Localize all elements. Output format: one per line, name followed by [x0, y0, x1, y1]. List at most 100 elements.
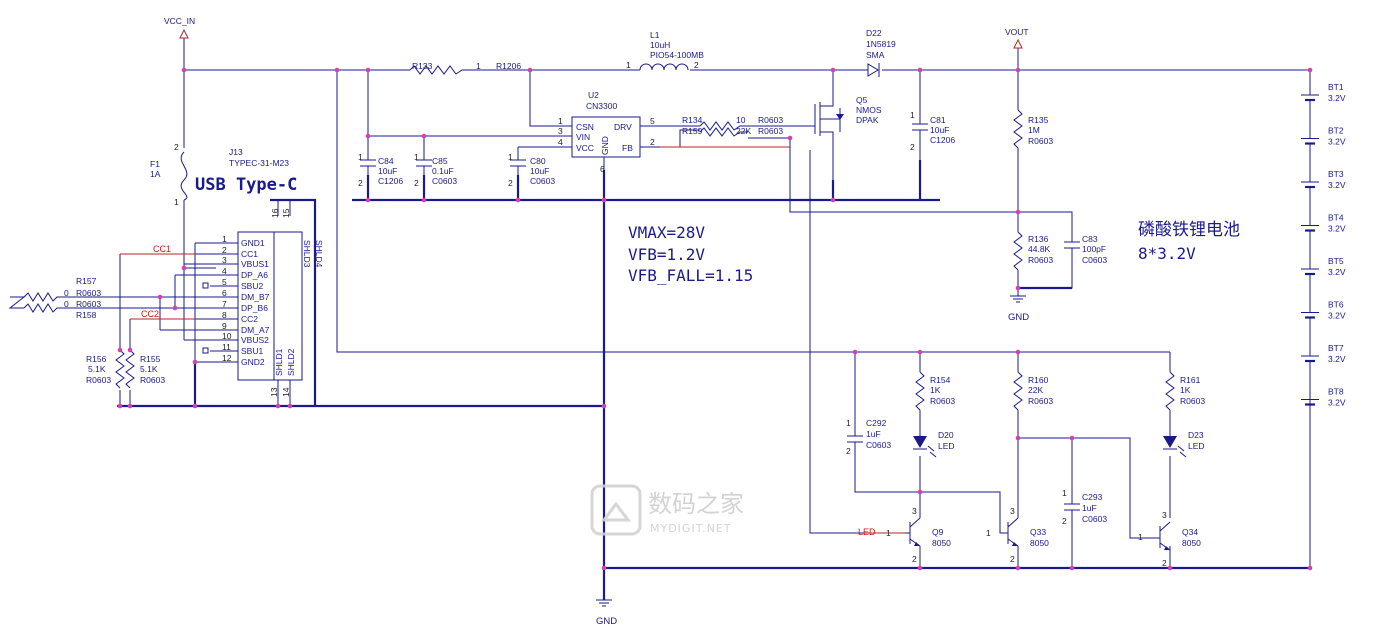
transistors	[905, 517, 1171, 551]
battery-value-3: 3.2V	[1328, 180, 1346, 190]
r161-pkg: R0603	[1180, 396, 1205, 406]
j13-pin-name-11: SBU1	[241, 346, 263, 356]
r160-pkg: R0603	[1028, 396, 1053, 406]
j13-ref: J13	[229, 147, 243, 157]
q34-pin-3: 3	[1162, 510, 1167, 520]
f1-ref: F1	[150, 159, 160, 169]
u2-part: CN3300	[586, 101, 617, 111]
u2-pinnum-3: 3	[558, 126, 563, 136]
j13-top_pins-num-0: 16	[270, 208, 280, 218]
r155-value: 5.1K	[140, 364, 158, 374]
c293-pin-2: 2	[1062, 516, 1067, 526]
leds	[913, 436, 1187, 458]
r135-value: 1M	[1028, 125, 1040, 135]
q9-pin-2: 2	[912, 554, 917, 564]
net-label-vcc-in: VCC_IN	[164, 16, 195, 26]
d23-ref: D23	[1188, 430, 1204, 440]
j13-pin-name-1: GND1	[241, 238, 265, 248]
note-vmax: VMAX=28V	[628, 223, 705, 242]
battery-ref-3: BT3	[1328, 169, 1344, 179]
j13-pin-num-8: 8	[222, 310, 227, 320]
j13-pin-num-1: 1	[222, 234, 227, 244]
j13-pin-num-6: 6	[222, 288, 227, 298]
net-label-cc2: CC2	[141, 309, 159, 319]
j13-pin-name-3: VBUS1	[241, 259, 269, 269]
d23-value: LED	[1188, 441, 1205, 451]
d20-ref: D20	[938, 430, 954, 440]
u2-pin-fb: FB	[622, 143, 633, 153]
r133-pkg: R1206	[496, 61, 521, 71]
d20-value: LED	[938, 441, 955, 451]
net-label-gnd-2: GND	[596, 616, 617, 627]
battery-value-4: 3.2V	[1328, 224, 1346, 234]
c81-pin-2: 2	[910, 142, 915, 152]
c85-value: 0.1uF	[432, 166, 454, 176]
r157-value: 0	[64, 288, 69, 298]
c83-ref: C83	[1082, 234, 1098, 244]
c85-pkg: C0603	[432, 176, 457, 186]
r160-value: 22K	[1028, 385, 1043, 395]
q9-value: 8050	[932, 538, 951, 548]
q33-pin-2: 2	[1010, 554, 1015, 564]
j13-pin-num-9: 9	[222, 321, 227, 331]
battery-labels: BT13.2VBT23.2VBT33.2VBT43.2VBT53.2VBT63.…	[1328, 82, 1346, 408]
f1-pin-2: 2	[174, 142, 179, 152]
q34-pin-1: 1	[1138, 532, 1143, 542]
battery-ref-8: BT8	[1328, 387, 1344, 397]
f1-value: 1A	[150, 169, 161, 179]
j13-pin-num-3: 3	[222, 255, 227, 265]
c80-value: 10uF	[530, 166, 549, 176]
j13-pin-num-2: 2	[222, 245, 227, 255]
r159-pkg: R0603	[758, 126, 783, 136]
c85-pin-1: 1	[414, 152, 419, 162]
l1-pin-2: 2	[694, 60, 699, 70]
r161-ref: R161	[1180, 375, 1201, 385]
battery-ref-7: BT7	[1328, 343, 1344, 353]
r135-pkg: R0603	[1028, 136, 1053, 146]
net-label-led: LED	[858, 527, 876, 537]
r136-pkg: R0603	[1028, 255, 1053, 265]
j13-pin-name-7: DP_B6	[241, 303, 268, 313]
q5-value: NMOS	[856, 105, 882, 115]
f1-pin-1: 1	[174, 197, 179, 207]
q33-pin-3: 3	[1010, 506, 1015, 516]
watermark: 数码之家 MYDIGIT.NET	[590, 484, 744, 536]
wires	[8, 38, 1311, 568]
q34-pin-2: 2	[1162, 558, 1167, 568]
c83-pkg: C0603	[1082, 255, 1107, 265]
c80-pin-1: 1	[508, 152, 513, 162]
note-vfb-fall: VFB_FALL=1.15	[628, 266, 753, 285]
ground-symbols	[596, 295, 1026, 607]
q5-pkg: DPAK	[856, 115, 879, 125]
j13-pin-name-4: DP_A6	[241, 270, 268, 280]
c84-value: 10uF	[378, 166, 397, 176]
usb-type-c-title: USB Type-C	[195, 175, 297, 195]
l1-pkg: PIO54-100MB	[650, 50, 704, 60]
battery-value-2: 3.2V	[1328, 137, 1346, 147]
c84-ref: C84	[378, 156, 394, 166]
junctions	[117, 67, 1313, 571]
resistor-r133	[409, 65, 468, 75]
r156-ref: R156	[86, 354, 107, 364]
c293-pin-1: 1	[1062, 488, 1067, 498]
r158-ref: R158	[76, 310, 97, 320]
c293-pkg: C0603	[1082, 514, 1107, 524]
r159-value: 22K	[736, 126, 751, 136]
battery-ref-4: BT4	[1328, 213, 1344, 223]
battery-value-1: 3.2V	[1328, 93, 1346, 103]
net-label-gnd-1: GND	[1008, 312, 1029, 323]
q33-value: 8050	[1030, 538, 1049, 548]
battery-value-6: 3.2V	[1328, 311, 1346, 321]
resistor-r134	[699, 121, 748, 131]
c292-value: 1uF	[866, 429, 881, 439]
j13-top_pins-num-1: 15	[281, 208, 291, 218]
c84-pkg: C1206	[378, 176, 403, 186]
u2-pin-gnd: GND	[600, 136, 610, 155]
watermark-cn: 数码之家	[648, 490, 744, 518]
c81-pkg: C1206	[930, 135, 955, 145]
d22-pkg: SMA	[866, 50, 885, 60]
q34-ref: Q34	[1182, 527, 1198, 537]
r134-value: 10	[736, 115, 746, 125]
c292-ref: C292	[866, 418, 887, 428]
